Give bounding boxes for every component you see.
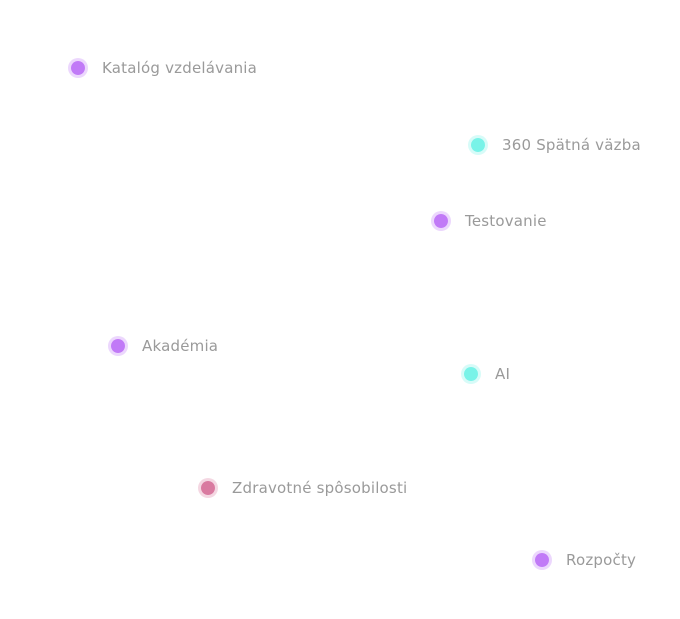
node-label: Testovanie xyxy=(465,212,547,230)
node-label: Zdravotné spôsobilosti xyxy=(232,479,408,497)
node-label: 360 Spätná väzba xyxy=(502,136,641,154)
node-label: AI xyxy=(495,365,511,383)
dot-marker xyxy=(431,211,451,231)
dot-marker xyxy=(108,336,128,356)
dot-marker xyxy=(461,364,481,384)
node-label: Rozpočty xyxy=(566,551,637,569)
dot-marker xyxy=(68,58,88,78)
dot-marker xyxy=(198,478,218,498)
node-label: Akadémia xyxy=(142,337,219,355)
dot-marker xyxy=(532,550,552,570)
dot-marker xyxy=(468,135,488,155)
node-label: Katalóg vzdelávania xyxy=(102,59,258,77)
